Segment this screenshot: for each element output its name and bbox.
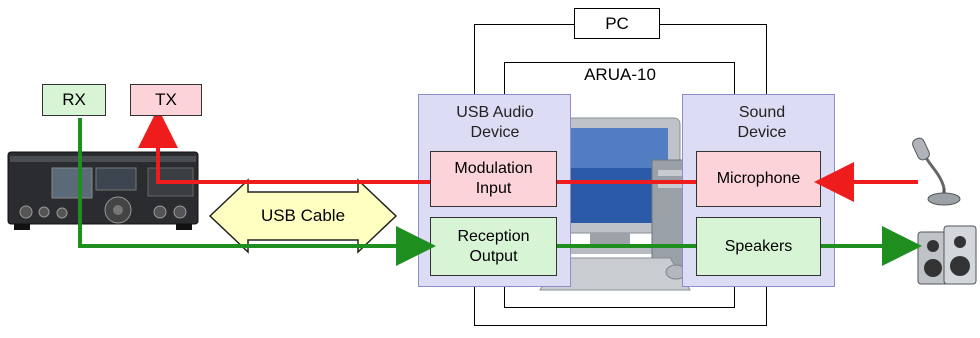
sound-device-title: Sound Device bbox=[737, 104, 787, 141]
rx-path-line bbox=[78, 118, 436, 266]
reception-output-box: Reception Output bbox=[430, 217, 557, 276]
usb-audio-device-title: USB Audio Device bbox=[456, 104, 534, 141]
tx-path-line bbox=[138, 108, 430, 184]
tx-label: TX bbox=[130, 84, 202, 116]
microphone-box: Microphone bbox=[696, 151, 821, 207]
usb-cable-label: USB Cable bbox=[260, 206, 346, 225]
arua-label: ARUA-10 bbox=[560, 64, 680, 86]
rx-label: RX bbox=[42, 84, 106, 116]
modulation-input-box: Modulation Input bbox=[430, 151, 557, 207]
speakers-box: Speakers bbox=[696, 217, 821, 276]
pc-label: PC bbox=[574, 8, 660, 39]
